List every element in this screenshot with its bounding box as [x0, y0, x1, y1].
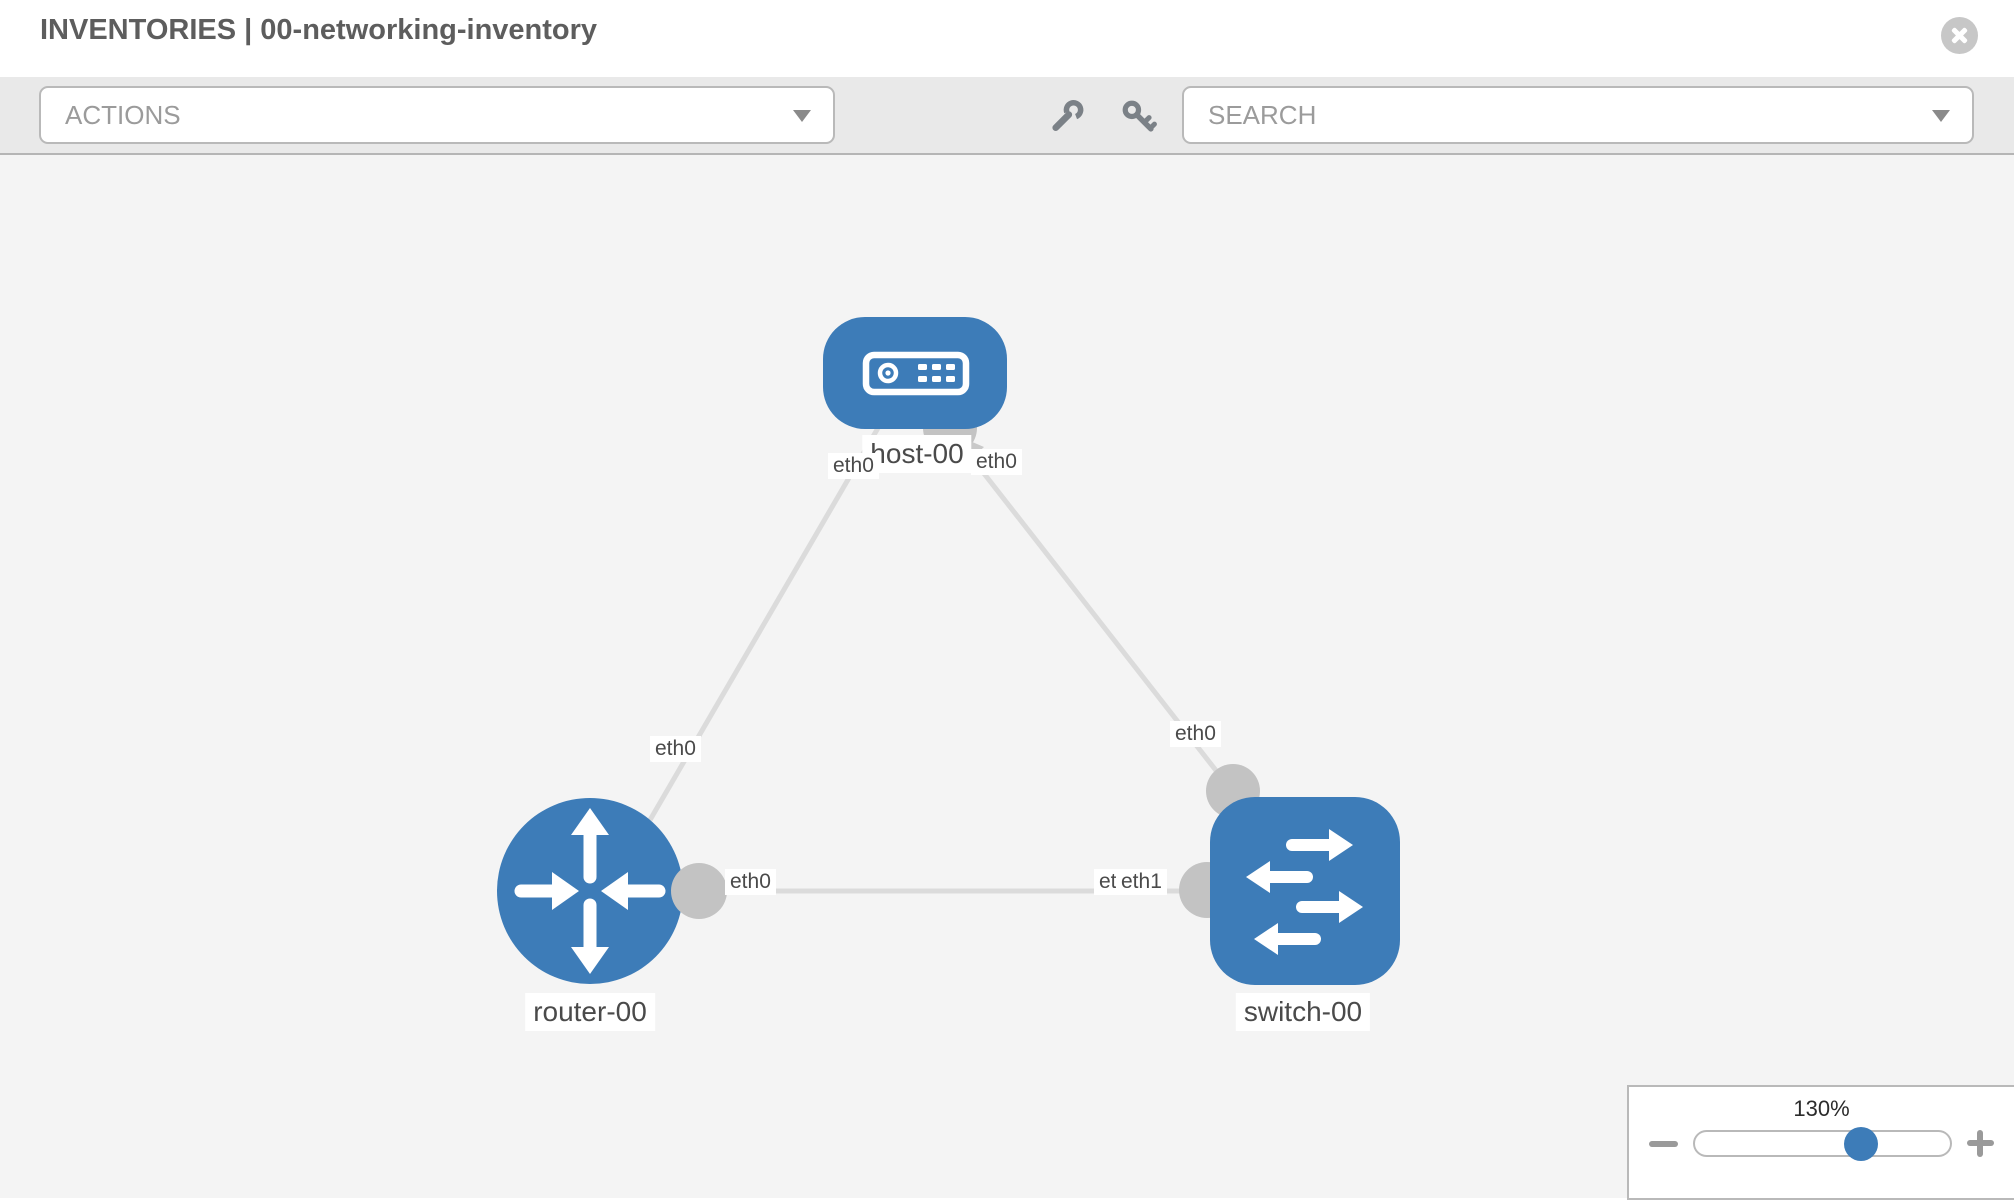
zoom-in-button[interactable]	[1967, 1130, 1994, 1157]
chevron-down-icon	[1932, 110, 1950, 122]
node-label-switch[interactable]: switch-00	[1235, 993, 1371, 1031]
header: INVENTORIES | 00-networking-inventory	[0, 0, 2014, 77]
node-host[interactable]	[823, 317, 1007, 429]
chevron-down-icon	[793, 110, 811, 122]
zoom-value: 130%	[1793, 1096, 1850, 1121]
node-router[interactable]	[497, 798, 683, 984]
iface-label-router-eth0-up: eth0	[650, 736, 701, 762]
router-icon	[514, 808, 666, 974]
close-icon	[1941, 17, 1978, 54]
iface-label-router-eth0-right: eth0	[725, 869, 776, 895]
node-switch[interactable]	[1210, 797, 1400, 985]
actions-dropdown[interactable]: ACTIONS	[39, 86, 835, 144]
search-dropdown[interactable]: SEARCH	[1182, 86, 1974, 144]
zoom-slider-track[interactable]	[1693, 1126, 1952, 1161]
topology-graph	[497, 317, 1400, 985]
iface-label-host-eth0-right: eth0	[971, 449, 1022, 475]
node-label-host[interactable]: host-00	[862, 435, 972, 473]
switch-icon	[1246, 829, 1363, 955]
search-placeholder: SEARCH	[1208, 99, 1317, 130]
node-label-router[interactable]: router-00	[525, 993, 655, 1031]
wrench-icon[interactable]	[1048, 98, 1086, 136]
toolbar: ACTIONS SEARCH	[0, 77, 2014, 155]
actions-dropdown-label: ACTIONS	[65, 99, 181, 130]
zoom-out-button[interactable]	[1649, 1140, 1678, 1147]
connector-router[interactable]	[671, 863, 727, 919]
iface-label-host-eth0-left: eth0	[828, 453, 879, 479]
page-title: INVENTORIES | 00-networking-inventory	[40, 14, 598, 46]
iface-label-switch-eth1: eth1	[1116, 869, 1167, 895]
toolbar-icons	[1048, 99, 1158, 135]
key-icon[interactable]	[1120, 98, 1158, 136]
close-button[interactable]	[1941, 17, 1978, 54]
zoom-slider-thumb[interactable]	[1843, 1126, 1878, 1161]
iface-label-switch-eth0-up: eth0	[1170, 721, 1221, 747]
topology-canvas[interactable]: host-00 router-00 switch-00 eth0 eth0 et…	[0, 155, 2014, 1200]
host-icon	[862, 351, 970, 396]
zoom-panel: 130%	[1627, 1085, 2014, 1200]
